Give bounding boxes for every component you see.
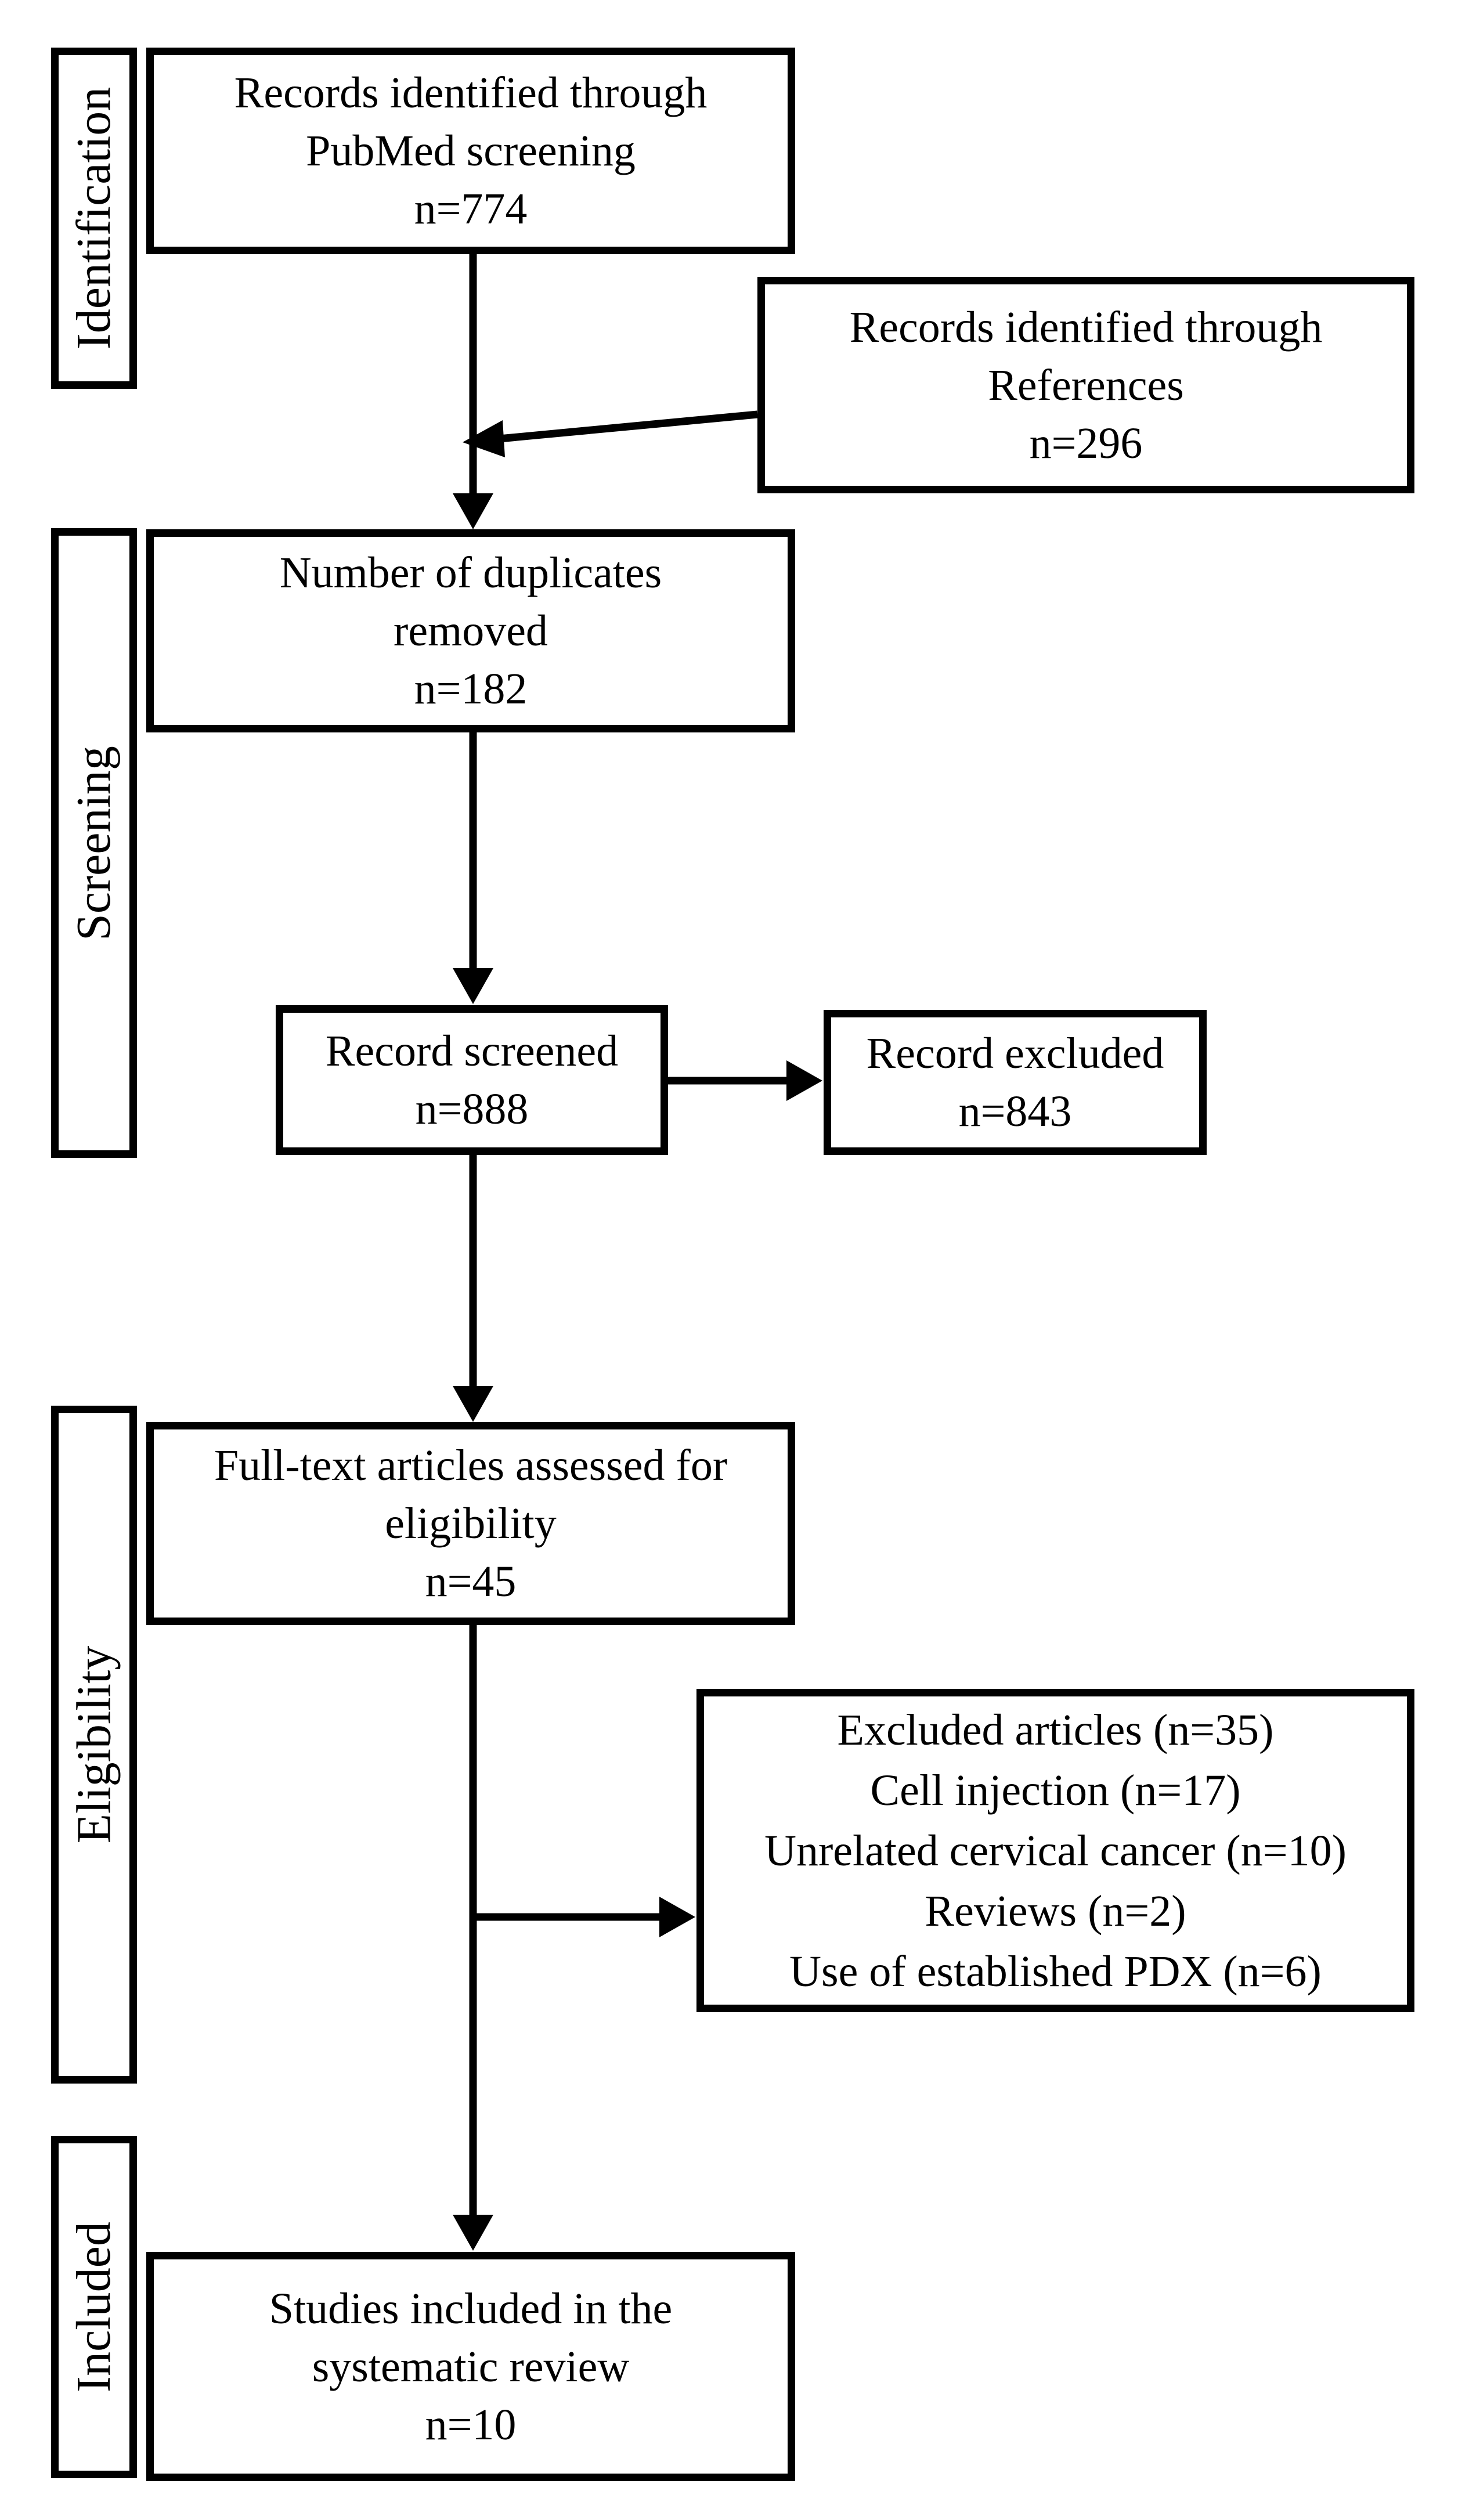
text-line: Cell injection (n=17) xyxy=(870,1766,1241,1815)
stage-label-text: Eligibility xyxy=(67,1645,121,1844)
text-line: Studies included in the xyxy=(269,2284,673,2333)
stage-label-eligibility: Eligibility xyxy=(51,1406,137,2084)
box-studies-included: Studies included in the systematic revie… xyxy=(146,2252,795,2481)
text-line: Full-text articles assessed for xyxy=(214,1441,728,1490)
text-line: Use of established PDX (n=6) xyxy=(789,1947,1322,1996)
arrowhead-right-icon xyxy=(659,1897,695,1937)
count-line: n=10 xyxy=(425,2400,517,2449)
box-record-screened: Record screened n=888 xyxy=(276,1005,668,1155)
text-line: Record excluded xyxy=(866,1029,1164,1078)
text-line: References xyxy=(988,360,1184,410)
text-line: Record screened xyxy=(325,1027,619,1075)
text-line: removed xyxy=(394,606,548,655)
box-excluded-articles: Excluded articles (n=35) Cell injection … xyxy=(696,1689,1414,2012)
box-records-references: Records identified through References n=… xyxy=(757,277,1414,493)
count-line: n=296 xyxy=(1029,418,1143,468)
text-line: Excluded articles (n=35) xyxy=(837,1705,1274,1754)
text-line: Records identified through xyxy=(849,302,1323,352)
box-record-excluded: Record excluded n=843 xyxy=(824,1010,1207,1155)
arrowhead-down-icon xyxy=(453,968,493,1004)
stage-label-text: Included xyxy=(67,2222,121,2392)
stage-label-screening: Screening xyxy=(51,528,137,1158)
stage-label-identification: Identification xyxy=(51,48,137,389)
arrow-references-to-line xyxy=(499,410,758,443)
box-records-pubmed: Records identified through PubMed screen… xyxy=(146,48,795,254)
arrowhead-right-icon xyxy=(786,1060,822,1101)
text-line: Records identified through xyxy=(234,68,708,117)
stage-label-included: Included xyxy=(51,2136,137,2478)
text-line: Number of duplicates xyxy=(279,548,662,597)
text-line: systematic review xyxy=(312,2342,630,2391)
text-line: Unrelated cervical cancer (n=10) xyxy=(764,1826,1347,1875)
arrowhead-down-icon xyxy=(453,1386,493,1422)
text-line: PubMed screening xyxy=(306,127,636,175)
count-line: n=843 xyxy=(958,1087,1072,1136)
arrowhead-down-icon xyxy=(453,493,493,529)
text-line: eligibility xyxy=(385,1499,557,1548)
count-line: n=774 xyxy=(414,185,528,233)
text-line: Reviews (n=2) xyxy=(925,1886,1186,1936)
box-duplicates-removed: Number of duplicates removed n=182 xyxy=(146,529,795,732)
arrowhead-down-icon xyxy=(453,2215,493,2251)
box-fulltext-assessed: Full-text articles assessed for eligibil… xyxy=(146,1422,795,1625)
arrowhead-left-icon xyxy=(463,420,505,457)
count-line: n=45 xyxy=(425,1557,517,1606)
stage-label-text: Screening xyxy=(67,745,121,941)
stage-label-text: Identification xyxy=(67,86,121,350)
count-line: n=888 xyxy=(415,1085,529,1133)
count-line: n=182 xyxy=(414,665,528,713)
